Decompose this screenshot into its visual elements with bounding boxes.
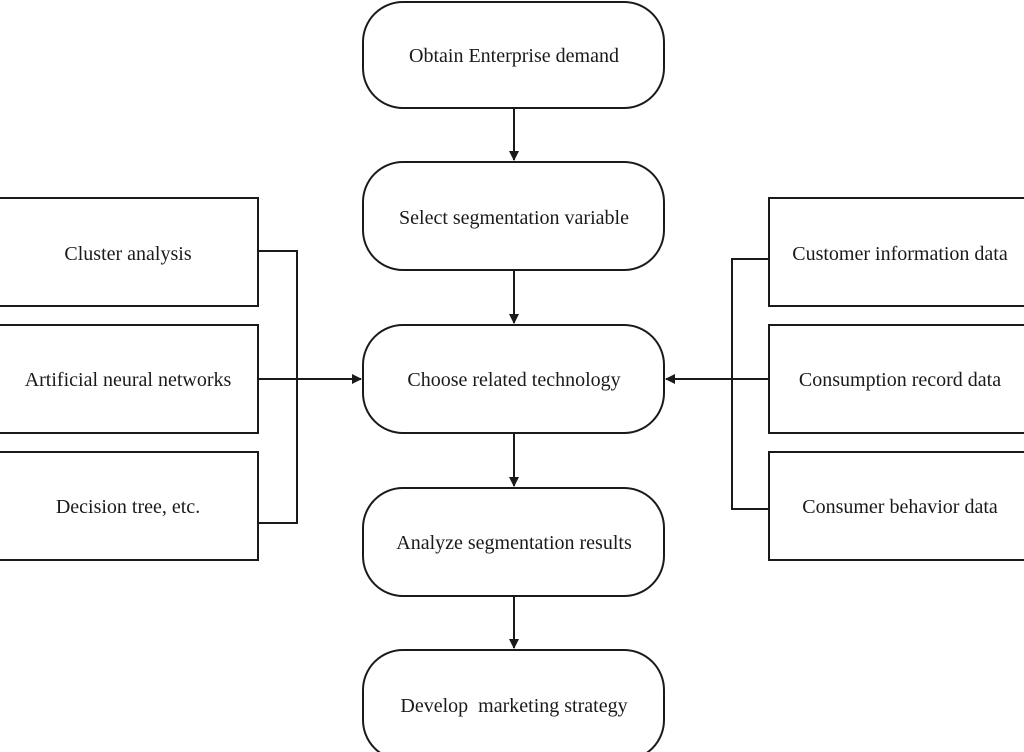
flow-step-label: Select segmentation variable (399, 207, 629, 229)
flow-step-label: Analyze segmentation results (396, 532, 632, 554)
data-source-consumer-behavior: Consumer behavior data (768, 451, 1024, 561)
data-source-label: Consumption record data (799, 369, 1001, 391)
data-source-consumption-record: Consumption record data (768, 324, 1024, 434)
data-sources-bracket (731, 258, 769, 510)
data-source-label: Customer information data (792, 243, 1008, 265)
technique-cluster-analysis: Cluster analysis (0, 197, 259, 307)
technique-decision-tree: Decision tree, etc. (0, 451, 259, 561)
technique-label: Artificial neural networks (25, 369, 232, 391)
flow-step-label: Develop marketing strategy (400, 695, 627, 717)
flow-step-obtain-demand: Obtain Enterprise demand (362, 1, 665, 109)
technique-label: Cluster analysis (64, 243, 191, 265)
flow-step-label: Choose related technology (407, 369, 620, 391)
flow-step-develop-strategy: Develop marketing strategy (362, 649, 665, 752)
flow-step-select-variable: Select segmentation variable (362, 161, 665, 271)
flow-step-analyze-results: Analyze segmentation results (362, 487, 665, 597)
technique-label: Decision tree, etc. (56, 496, 200, 518)
data-source-customer-information: Customer information data (768, 197, 1024, 307)
data-source-label: Consumer behavior data (802, 496, 998, 518)
flow-step-label: Obtain Enterprise demand (409, 45, 619, 67)
technique-neural-networks: Artificial neural networks (0, 324, 259, 434)
techniques-bracket (258, 250, 298, 524)
flow-step-choose-technology: Choose related technology (362, 324, 665, 434)
